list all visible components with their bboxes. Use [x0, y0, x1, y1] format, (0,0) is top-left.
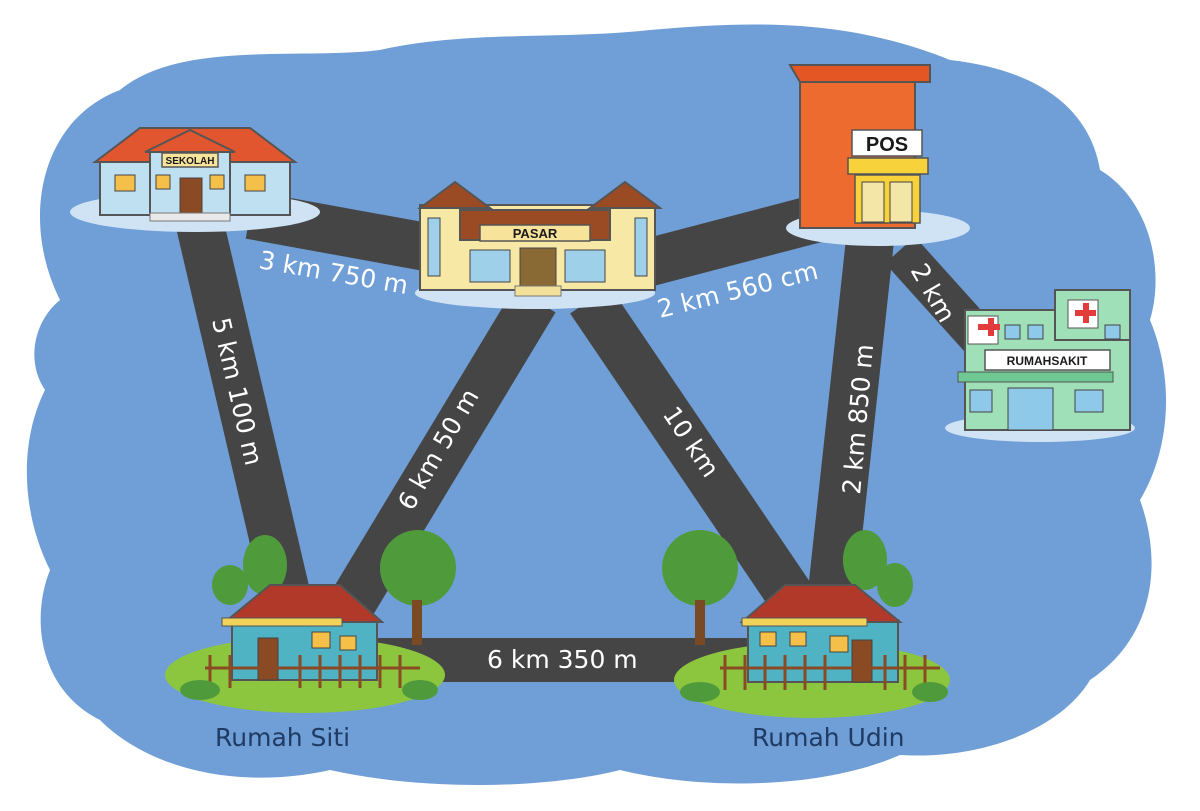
hospital-sign: RUMAHSAKIT	[1007, 354, 1088, 368]
school-icon: SEKOLAH	[70, 127, 320, 232]
market-icon: PASAR	[415, 180, 664, 309]
house-icon	[165, 530, 456, 713]
place-label-rumah-udin: Rumah Udin	[752, 723, 905, 752]
post-office-sign: POS	[866, 134, 908, 156]
hospital-icon: RUMAHSAKIT	[945, 289, 1135, 442]
place-label-rumah-siti: Rumah Siti	[215, 723, 350, 752]
road-pos-udin	[806, 237, 894, 613]
market-sign: PASAR	[513, 226, 558, 241]
road-pasar-siti	[324, 287, 556, 628]
road-label-siti-udin: 6 km 350 m	[487, 645, 638, 674]
road-pasar-udin	[570, 286, 820, 624]
school-sign: SEKOLAH	[166, 156, 215, 167]
house-icon	[662, 530, 950, 718]
post-office-icon: POS	[786, 64, 970, 246]
